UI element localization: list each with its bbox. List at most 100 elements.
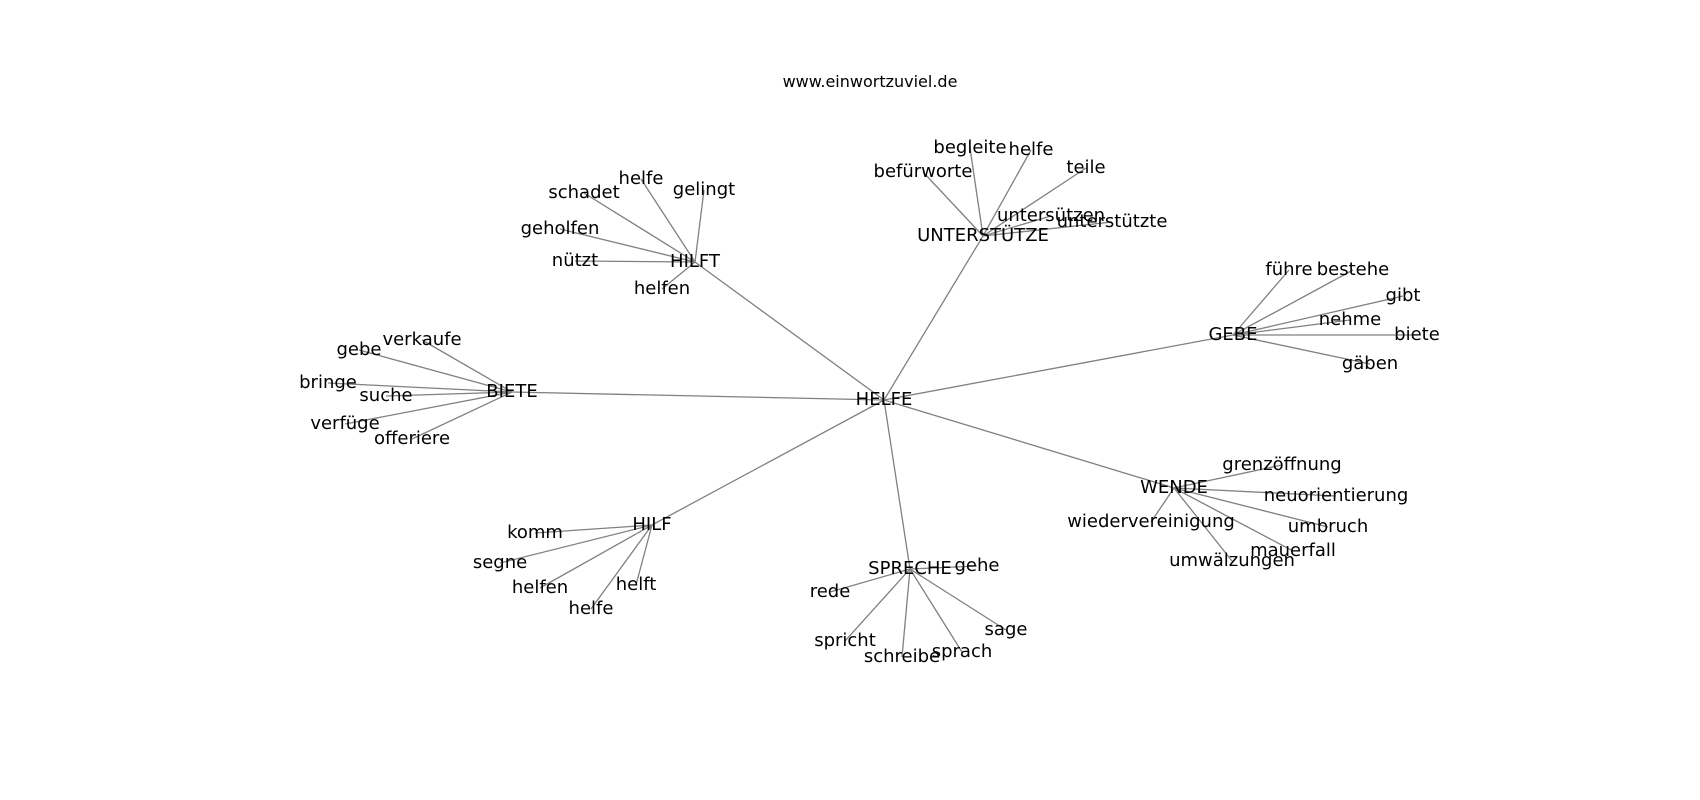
edge-line: [1150, 487, 1175, 523]
edge-line: [651, 399, 885, 526]
edge-line: [694, 189, 705, 263]
leaf-node-label: gibt: [1386, 285, 1421, 306]
edge-line: [539, 524, 653, 589]
edge-line: [421, 339, 513, 393]
edge-line: [1232, 319, 1351, 336]
leaf-node-label: geholfen: [521, 218, 600, 239]
edge-line: [385, 391, 513, 397]
leaf-node-label: biete: [1394, 324, 1440, 345]
leaf-node-label: begleite: [933, 137, 1006, 158]
edge-line: [1173, 487, 1233, 562]
leaf-node-label: teile: [1066, 157, 1105, 178]
leaf-node-label: gelingt: [673, 179, 735, 200]
hub-node-label: UNTERSTÜTZE: [917, 224, 1049, 246]
edge-line: [844, 568, 911, 642]
leaf-node-label: nützt: [552, 250, 598, 271]
leaf-node-label: grenzöffnung: [1222, 454, 1341, 475]
leaf-node-label: helft: [616, 574, 657, 595]
edge-line: [590, 524, 653, 610]
leaf-node-label: mauerfall: [1250, 540, 1336, 561]
edge-line: [901, 568, 911, 658]
leaf-node-label: umbruch: [1288, 516, 1368, 537]
edge-line: [499, 524, 653, 564]
leaf-node-label: gäben: [1342, 353, 1398, 374]
leaf-node-label: verkaufe: [382, 329, 461, 350]
edge-line: [559, 228, 696, 263]
edge-line: [883, 235, 984, 401]
edge-line: [661, 261, 696, 290]
leaf-node-label: helfen: [512, 577, 568, 598]
root-node-label: HELFE: [856, 389, 913, 410]
edge-line: [635, 524, 653, 586]
hub-node-label: GEBE: [1208, 324, 1257, 345]
hub-node-label: HILF: [632, 514, 671, 535]
edge-line: [1232, 334, 1371, 365]
edge-line: [982, 215, 1052, 237]
edge-line: [327, 382, 513, 393]
edge-line: [411, 391, 513, 440]
edge-line: [909, 568, 1007, 631]
edge-line: [922, 171, 984, 237]
leaf-node-label: schreibe: [864, 646, 940, 667]
leaf-node-label: suche: [359, 385, 412, 406]
edge-line: [1173, 487, 1337, 497]
leaf-node-label: helfe: [619, 168, 664, 189]
edge-line: [694, 261, 885, 401]
edge-line: [883, 399, 1175, 489]
leaf-node-label: umwälzungen: [1169, 550, 1295, 571]
edge-line: [982, 221, 1113, 237]
edge-line: [574, 260, 696, 263]
hub-node-label: SPRECHE: [868, 558, 952, 579]
leaf-node-label: gehe: [955, 555, 1000, 576]
edge-line: [640, 178, 696, 263]
leaf-node-label: befürworte: [874, 161, 973, 182]
edge-line: [909, 565, 978, 570]
leaf-node-label: helfe: [569, 598, 614, 619]
edge-line: [1232, 269, 1290, 336]
edge-line: [1173, 487, 1294, 552]
edge-line: [969, 147, 984, 237]
leaf-node-label: helfen: [634, 278, 690, 299]
leaf-node-label: spricht: [814, 630, 876, 651]
edge-line: [344, 391, 513, 425]
edge-line: [829, 568, 911, 593]
site-title: www.einwortzuviel.de: [783, 72, 958, 91]
edge-line: [1232, 269, 1354, 336]
leaf-node-label: sprach: [932, 641, 993, 662]
leaf-node-label: neuorientierung: [1264, 485, 1409, 506]
edge-line: [583, 192, 696, 263]
edge-line: [1232, 295, 1404, 336]
leaf-node-label: führe: [1265, 259, 1312, 280]
hub-node-label: HILFT: [670, 251, 721, 272]
leaf-node-label: unterstützte: [1057, 211, 1168, 232]
edge-line: [883, 399, 911, 570]
leaf-node-label: offeriere: [374, 428, 450, 449]
edge-line: [511, 391, 885, 401]
leaf-node-label: komm: [507, 522, 563, 543]
labels-layer: HELFEschadethelfegelingtgeholfennützthel…: [299, 137, 1440, 667]
hub-node-label: WENDE: [1140, 477, 1208, 498]
leaf-node-label: helfe: [1009, 139, 1054, 160]
leaf-node-label: wiedervereinigung: [1067, 511, 1235, 532]
edge-line: [982, 149, 1032, 237]
leaf-node-label: segne: [473, 552, 527, 573]
leaf-node-label: schadet: [548, 182, 619, 203]
edge-line: [883, 334, 1234, 401]
edge-line: [534, 524, 653, 534]
leaf-node-label: untersützen: [997, 205, 1105, 226]
leaf-node-label: verfüge: [310, 413, 379, 434]
edge-line: [982, 167, 1087, 237]
edge-line: [1173, 487, 1329, 528]
leaf-node-label: rede: [810, 581, 851, 602]
leaf-node-label: sage: [985, 619, 1028, 640]
leaf-node-label: bringe: [299, 372, 357, 393]
edges-layer: [327, 147, 1417, 658]
hub-node-label: BIETE: [486, 381, 537, 402]
edge-line: [1173, 464, 1283, 489]
leaf-node-label: nehme: [1319, 309, 1382, 330]
edge-line: [909, 568, 963, 653]
leaf-node-label: gebe: [337, 339, 382, 360]
edge-line: [358, 349, 513, 393]
leaf-node-label: bestehe: [1317, 259, 1390, 280]
